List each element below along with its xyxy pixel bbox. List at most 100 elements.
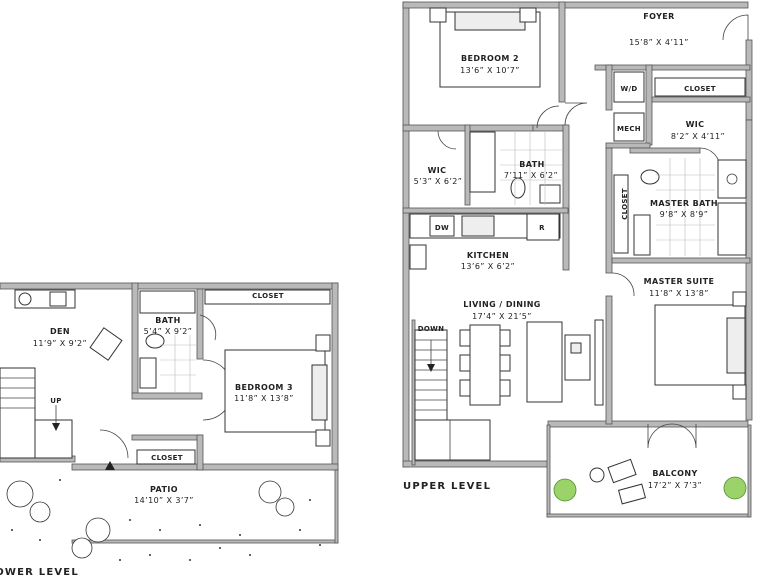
lower-bath-tub xyxy=(139,290,196,314)
patio-gravel-dots xyxy=(11,479,321,561)
mech-label: MECH xyxy=(617,125,641,133)
kitchen-dim: 13’6” X 6’2” xyxy=(461,262,515,271)
lower-bath-dim: 5’4” X 9’2” xyxy=(144,327,193,336)
upper-level-title: UPPER LEVEL xyxy=(403,481,491,492)
lower-bath-label: BATH xyxy=(155,316,180,325)
upper-wall-left xyxy=(402,1,410,468)
closet-top-label: CLOSET xyxy=(684,85,716,93)
lower-level-plan xyxy=(0,282,339,561)
lower-wall-right xyxy=(331,282,339,471)
bedroom3-bed xyxy=(224,349,326,433)
lower-wall-bottom xyxy=(71,463,339,471)
kitchen-sink xyxy=(409,244,427,270)
balcony-plant-left xyxy=(553,478,577,502)
bedroom2-label: BEDROOM 2 xyxy=(461,54,519,63)
dining-chair-5 xyxy=(499,354,511,372)
lower-wall-bath-right xyxy=(196,288,204,360)
masterbath-tiles xyxy=(656,158,715,256)
lower-stairs xyxy=(0,367,115,470)
patio-plant-5 xyxy=(258,480,282,504)
wall-wd-left xyxy=(605,64,613,111)
bedroom2-headboard xyxy=(454,11,526,31)
balcony-side-table xyxy=(589,467,605,483)
masterbath-shower xyxy=(717,159,747,199)
balcony-chair-1 xyxy=(607,458,637,484)
wall-bath-right xyxy=(562,124,570,271)
wd-box xyxy=(613,71,645,103)
entry-door-swing xyxy=(722,14,749,41)
patio-plant-1 xyxy=(6,480,34,508)
balcony-dim: 17’2” X 7’3” xyxy=(648,481,702,490)
master-nightstand-bottom xyxy=(732,384,747,400)
balcony-rail-left xyxy=(546,424,551,518)
wall-masterbath-bottom xyxy=(611,257,751,264)
wic-master-dim: 8’2” X 4’11” xyxy=(671,132,725,141)
wall-masterbath-top xyxy=(629,147,701,154)
bath-sink xyxy=(539,184,561,204)
lower-wall-closet-right xyxy=(196,434,204,471)
fridge-label: R xyxy=(539,224,545,232)
bath-toilet xyxy=(510,177,526,199)
masterbath-tub xyxy=(717,202,747,256)
masterbath-vanity xyxy=(633,214,651,256)
balcony-rail-right xyxy=(747,424,752,518)
lower-closet-top-rail xyxy=(204,289,331,305)
bath-tub xyxy=(469,131,496,193)
bedroom3-headboard xyxy=(311,364,328,421)
bedroom3-label: BEDROOM 3 xyxy=(235,383,293,392)
upper-wall-right-mid xyxy=(745,119,753,421)
patio-dim: 14’10” X 3’7” xyxy=(134,496,194,505)
lower-patio-rail-right xyxy=(334,469,339,544)
patio-plant-3 xyxy=(85,517,111,543)
bedroom3-nightstand-top xyxy=(315,334,331,352)
wall-kitchen-top xyxy=(402,207,569,214)
master-bath-dim: 9’8” X 8’9” xyxy=(660,210,709,219)
patio-plant-4 xyxy=(71,537,93,559)
dw-label: DW xyxy=(435,224,449,232)
bath-label: BATH xyxy=(519,160,544,169)
living-tv xyxy=(594,319,604,406)
wall-master-suite-left xyxy=(605,295,613,425)
balcony-door-left xyxy=(647,423,673,449)
bedroom3-dim: 11’8” X 13’8” xyxy=(234,394,294,403)
living-dim: 17’4” X 21’5” xyxy=(472,312,532,321)
lower-wall-den-right xyxy=(131,282,139,394)
dining-chair-1 xyxy=(459,329,471,347)
kitchen-dw xyxy=(429,215,455,237)
bath-dim: 7’11” X 6’2” xyxy=(504,171,558,180)
patio-label: PATIO xyxy=(150,485,178,494)
upper-wall-bottom-left xyxy=(402,460,549,468)
lower-bath-vanity xyxy=(139,357,157,389)
living-sofa xyxy=(526,321,563,403)
lower-wall-top xyxy=(0,282,339,290)
wall-wic-right xyxy=(464,124,471,206)
balcony-label: BALCONY xyxy=(652,469,697,478)
lower-closet-bottom-rail xyxy=(136,449,196,465)
balcony-chair-2 xyxy=(617,483,647,505)
kitchen-fridge xyxy=(526,213,560,241)
mech-box xyxy=(613,112,645,142)
upper-wall-top xyxy=(402,1,749,9)
master-suite-dim: 11’8” X 13’8” xyxy=(649,289,709,298)
masterbath-door-swing xyxy=(699,147,721,169)
bath-tiles xyxy=(500,131,562,205)
stairs-up-label: UP xyxy=(50,397,61,405)
dining-chair-6 xyxy=(499,379,511,397)
lower-level-title: LOWER LEVEL xyxy=(0,567,79,576)
wall-closet-left xyxy=(605,147,613,274)
lower-wall-bath-bottom xyxy=(131,392,203,400)
bedroom2-nightstand-left xyxy=(429,7,447,23)
bedroom2-dim: 13’6” X 10’7” xyxy=(460,66,520,75)
den-chair xyxy=(49,291,67,307)
closet-vertical-label: CLOSET xyxy=(621,188,629,220)
living-coffee-item xyxy=(570,342,582,354)
living-coffee-table xyxy=(564,334,591,381)
upper-level-plan xyxy=(402,1,753,518)
wic-door-swing xyxy=(437,130,457,150)
master-bath-label: MASTER BATH xyxy=(650,199,718,208)
lower-patio-rail-bottom xyxy=(71,539,339,544)
upper-wall-right-top xyxy=(745,39,753,121)
kitchen-stove xyxy=(461,215,495,237)
lower-bath-door-swing xyxy=(199,314,217,341)
